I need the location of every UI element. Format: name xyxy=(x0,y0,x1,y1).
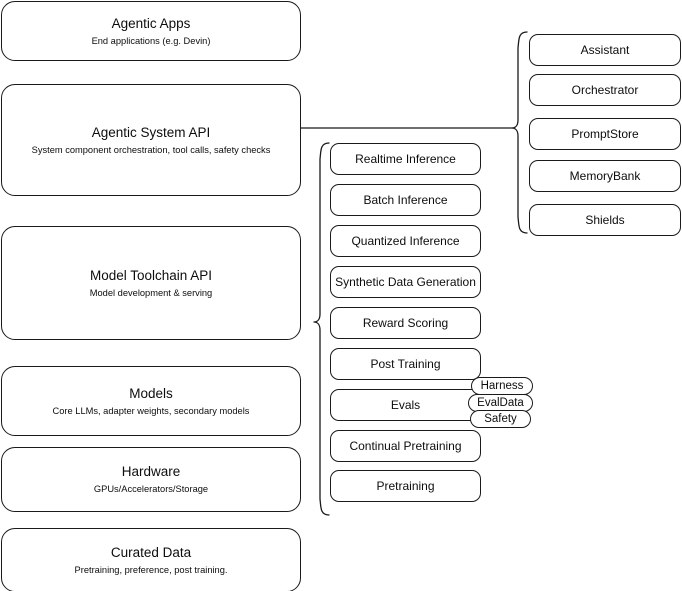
agentic-system-component-label: MemoryBank xyxy=(569,168,641,183)
agentic-system-component-label: Shields xyxy=(585,212,625,227)
toolchain-component-batch-inference[interactable]: Batch Inference xyxy=(330,184,481,216)
stack-layer-curated-data[interactable]: Curated Data Pretraining, preference, po… xyxy=(1,528,301,591)
agentic-system-component-memorybank[interactable]: MemoryBank xyxy=(529,160,681,192)
stack-layer-title: Agentic System API xyxy=(91,124,211,140)
stack-layer-models[interactable]: Models Core LLMs, adapter weights, secon… xyxy=(1,366,301,436)
stack-layer-title: Hardware xyxy=(121,464,181,479)
brace-toolchain-components xyxy=(313,142,330,516)
stack-layer-hardware[interactable]: Hardware GPUs/Accelerators/Storage xyxy=(1,447,301,512)
stack-layer-title: Curated Data xyxy=(110,544,192,560)
toolchain-component-label: Continual Pretraining xyxy=(349,438,462,453)
stack-layer-subtitle: System component orchestration, tool cal… xyxy=(31,144,271,155)
toolchain-component-label: Reward Scoring xyxy=(362,315,449,330)
toolchain-component-continual-pretraining[interactable]: Continual Pretraining xyxy=(330,430,481,462)
stack-layer-subtitle: GPUs/Accelerators/Storage xyxy=(93,484,209,494)
stack-layer-subtitle: Model development & serving xyxy=(89,287,213,298)
evals-tag-label: Harness xyxy=(480,380,524,392)
agentic-system-component-label: PromptStore xyxy=(571,126,639,141)
toolchain-component-post-training[interactable]: Post Training xyxy=(330,348,481,380)
toolchain-component-quantized-inference[interactable]: Quantized Inference xyxy=(330,225,481,257)
agentic-system-component-label: Orchestrator xyxy=(571,82,639,97)
toolchain-component-label: Batch Inference xyxy=(363,192,448,207)
brace-agentic-system-components xyxy=(511,31,528,234)
toolchain-component-realtime-inference[interactable]: Realtime Inference xyxy=(330,143,481,175)
toolchain-component-evals[interactable]: Evals xyxy=(330,389,481,421)
stack-layer-title: Model Toolchain API xyxy=(89,267,213,283)
evals-tag-label: EvalData xyxy=(477,397,524,409)
toolchain-component-synthetic-data-generation[interactable]: Synthetic Data Generation xyxy=(330,266,481,298)
toolchain-component-label: Quantized Inference xyxy=(351,233,460,248)
evals-tag-safety[interactable]: Safety xyxy=(470,410,531,428)
stack-layer-title: Agentic Apps xyxy=(111,15,191,31)
evals-tag-label: Safety xyxy=(484,413,517,425)
stack-layer-subtitle: End applications (e.g. Devin) xyxy=(91,35,211,46)
toolchain-component-label: Pretraining xyxy=(376,478,435,493)
toolchain-component-pretraining[interactable]: Pretraining xyxy=(330,470,481,502)
agentic-system-component-shields[interactable]: Shields xyxy=(529,204,681,236)
agentic-system-component-assistant[interactable]: Assistant xyxy=(529,34,681,66)
stack-layer-subtitle: Pretraining, preference, post training. xyxy=(74,564,228,575)
stack-layer-subtitle: Core LLMs, adapter weights, secondary mo… xyxy=(52,405,250,416)
agentic-system-component-promptstore[interactable]: PromptStore xyxy=(529,118,681,150)
stack-layer-title: Models xyxy=(129,385,173,401)
toolchain-component-label: Evals xyxy=(390,397,421,412)
toolchain-component-reward-scoring[interactable]: Reward Scoring xyxy=(330,307,481,339)
toolchain-component-label: Post Training xyxy=(370,356,441,371)
evals-tag-harness[interactable]: Harness xyxy=(471,377,533,395)
agentic-system-component-orchestrator[interactable]: Orchestrator xyxy=(529,74,681,106)
toolchain-component-label: Synthetic Data Generation xyxy=(335,274,476,289)
stack-layer-agentic-apps[interactable]: Agentic Apps End applications (e.g. Devi… xyxy=(1,1,301,61)
agentic-system-component-label: Assistant xyxy=(580,42,630,57)
stack-layer-agentic-system-api[interactable]: Agentic System API System component orch… xyxy=(1,84,301,196)
toolchain-component-label: Realtime Inference xyxy=(355,151,456,166)
stack-layer-model-toolchain-api[interactable]: Model Toolchain API Model development & … xyxy=(1,226,301,340)
